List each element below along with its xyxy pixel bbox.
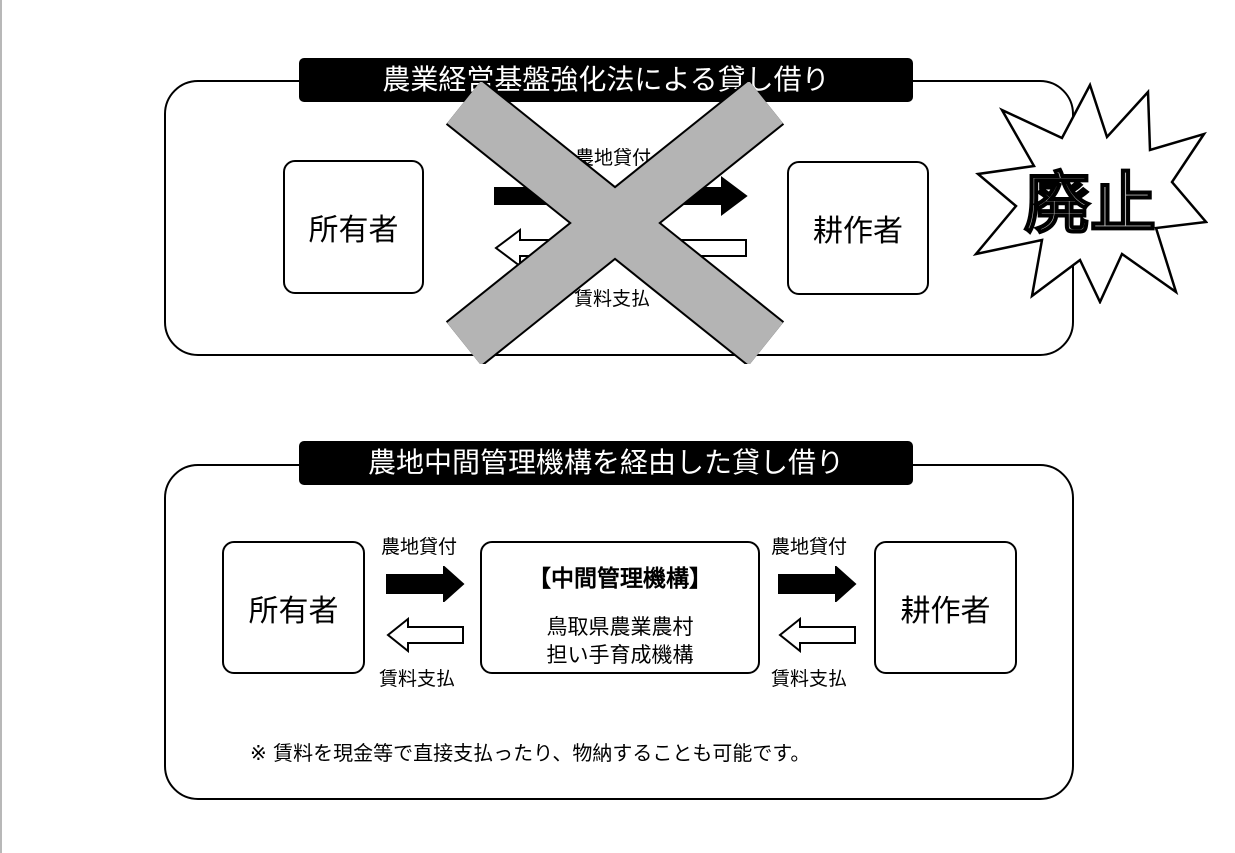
intermediary-title: 【中間管理機構】 [528, 566, 712, 592]
left-rent-arrow [386, 617, 464, 653]
top-owner-label: 所有者 [308, 213, 399, 248]
bottom-section-title: 農地中間管理機構を経由した貸し借り [299, 441, 913, 485]
left-lend-label: 農地貸付 [381, 536, 458, 558]
top-rent-label: 賃料支払 [574, 288, 651, 310]
left-lend-arrow [386, 566, 465, 602]
right-rent-label: 賃料支払 [771, 668, 848, 690]
intermediary-name-line1: 鳥取県農業農村 [546, 615, 694, 639]
page-left-edge [0, 0, 2, 853]
abolished-cross-mark [445, 82, 785, 364]
top-owner-box: 所有者 [283, 160, 424, 294]
right-lend-label: 農地貸付 [771, 536, 848, 558]
bottom-owner-label: 所有者 [248, 593, 339, 629]
top-cultivator-box: 耕作者 [787, 161, 929, 295]
abolished-text: 廃止 [1024, 165, 1156, 242]
abolished-burst: 廃止 [972, 82, 1208, 304]
bottom-cultivator-box: 耕作者 [874, 541, 1017, 674]
right-lend-arrow [778, 566, 857, 602]
left-rent-label: 賃料支払 [379, 668, 456, 690]
intermediary-box: 【中間管理機構】 鳥取県農業農村 担い手育成機構 [480, 541, 760, 674]
top-cultivator-label: 耕作者 [813, 214, 903, 249]
bottom-cultivator-label: 耕作者 [900, 593, 991, 629]
intermediary-name-line2: 担い手育成機構 [546, 643, 694, 667]
footnote: ※ 賃料を現金等で直接支払ったり、物納することも可能です。 [250, 741, 811, 765]
top-lend-label: 農地貸付 [575, 147, 652, 169]
bottom-owner-box: 所有者 [222, 541, 365, 674]
right-rent-arrow [778, 617, 856, 653]
